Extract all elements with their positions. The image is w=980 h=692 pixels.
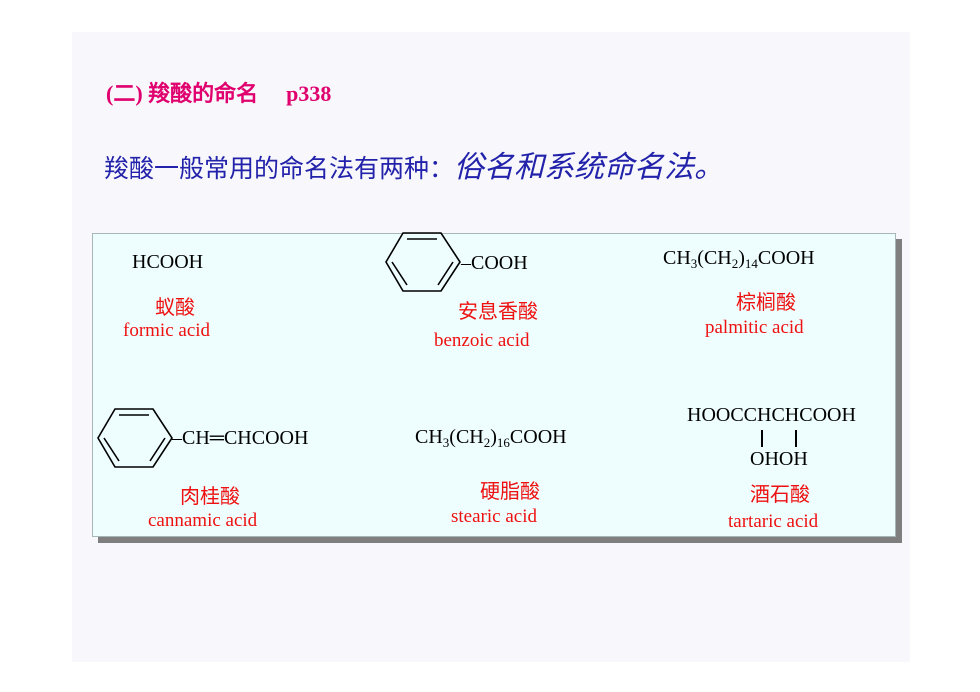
formula-part: CH <box>415 426 443 448</box>
benzoic-acid-group: –COOH <box>461 252 528 274</box>
formula-part: (CH <box>697 247 732 269</box>
cinnamic-acid-formula: CH═CHCOOH <box>182 427 309 449</box>
formula-subscript: 16 <box>496 435 510 450</box>
benzoic-acid-en-name: benzoic acid <box>434 330 530 351</box>
intro-text: 羧酸一般常用的命名法有两种： <box>104 156 455 183</box>
formula-part: (CH <box>449 426 484 448</box>
formic-acid-cn-name: 蚁酸 <box>155 297 195 319</box>
stearic-acid-en-name: stearic acid <box>451 506 537 527</box>
formula-subscript: 3 <box>690 256 698 271</box>
formula-part: CH <box>663 247 691 269</box>
formula-subscript: 3 <box>442 435 450 450</box>
formula-part: ) <box>490 426 497 448</box>
cinnamic-acid-group: –CH═CHCOOH <box>172 427 309 449</box>
tartaric-acid-cn-name: 酒石酸 <box>750 484 810 506</box>
bond-line <box>761 430 763 447</box>
title-text: (二) 羧酸的命名 <box>106 81 259 106</box>
palmitic-acid-formula: CH3(CH2)14COOH <box>663 247 815 270</box>
acid-table-panel <box>92 233 896 537</box>
intro-sentence: 羧酸一般常用的命名法有两种：俗名和系统命名法。 <box>104 142 724 186</box>
cinnamic-acid-cn-name: 肉桂酸 <box>180 486 240 508</box>
palmitic-acid-en-name: palmitic acid <box>705 317 804 338</box>
formula-part: COOH <box>757 247 815 269</box>
cinnamic-acid-en-name: cannamic acid <box>148 510 258 531</box>
intro-emphasis: 俗名和系统命名法。 <box>454 151 725 184</box>
formic-acid-formula: HCOOH <box>132 251 204 273</box>
formula-subscript: 14 <box>744 256 758 271</box>
formic-acid-en-name: formic acid <box>123 320 211 341</box>
stearic-acid-formula: CH3(CH2)16COOH <box>415 426 567 449</box>
formula-part: ) <box>738 247 745 269</box>
tartaric-acid-formula: HOOCCHCHCOOH <box>687 404 856 426</box>
formula-subscript: 2 <box>483 435 491 450</box>
benzene-ring-icon <box>383 230 463 294</box>
benzoic-acid-cn-name: 安息香酸 <box>458 301 538 323</box>
bond-line <box>795 430 797 447</box>
page-title: (二) 羧酸的命名 p338 <box>106 76 331 108</box>
formula-part: COOH <box>509 426 567 448</box>
stearic-acid-cn-name: 硬脂酸 <box>480 481 540 503</box>
benzoic-acid-formula: COOH <box>471 252 528 274</box>
tartaric-acid-en-name: tartaric acid <box>728 511 819 532</box>
palmitic-acid-cn-name: 棕榈酸 <box>736 292 796 314</box>
page-reference: p338 <box>286 81 332 106</box>
formula-subscript: 2 <box>731 256 739 271</box>
benzene-ring-icon <box>95 406 175 470</box>
tartaric-acid-hydroxyls: OHOH <box>750 448 808 470</box>
